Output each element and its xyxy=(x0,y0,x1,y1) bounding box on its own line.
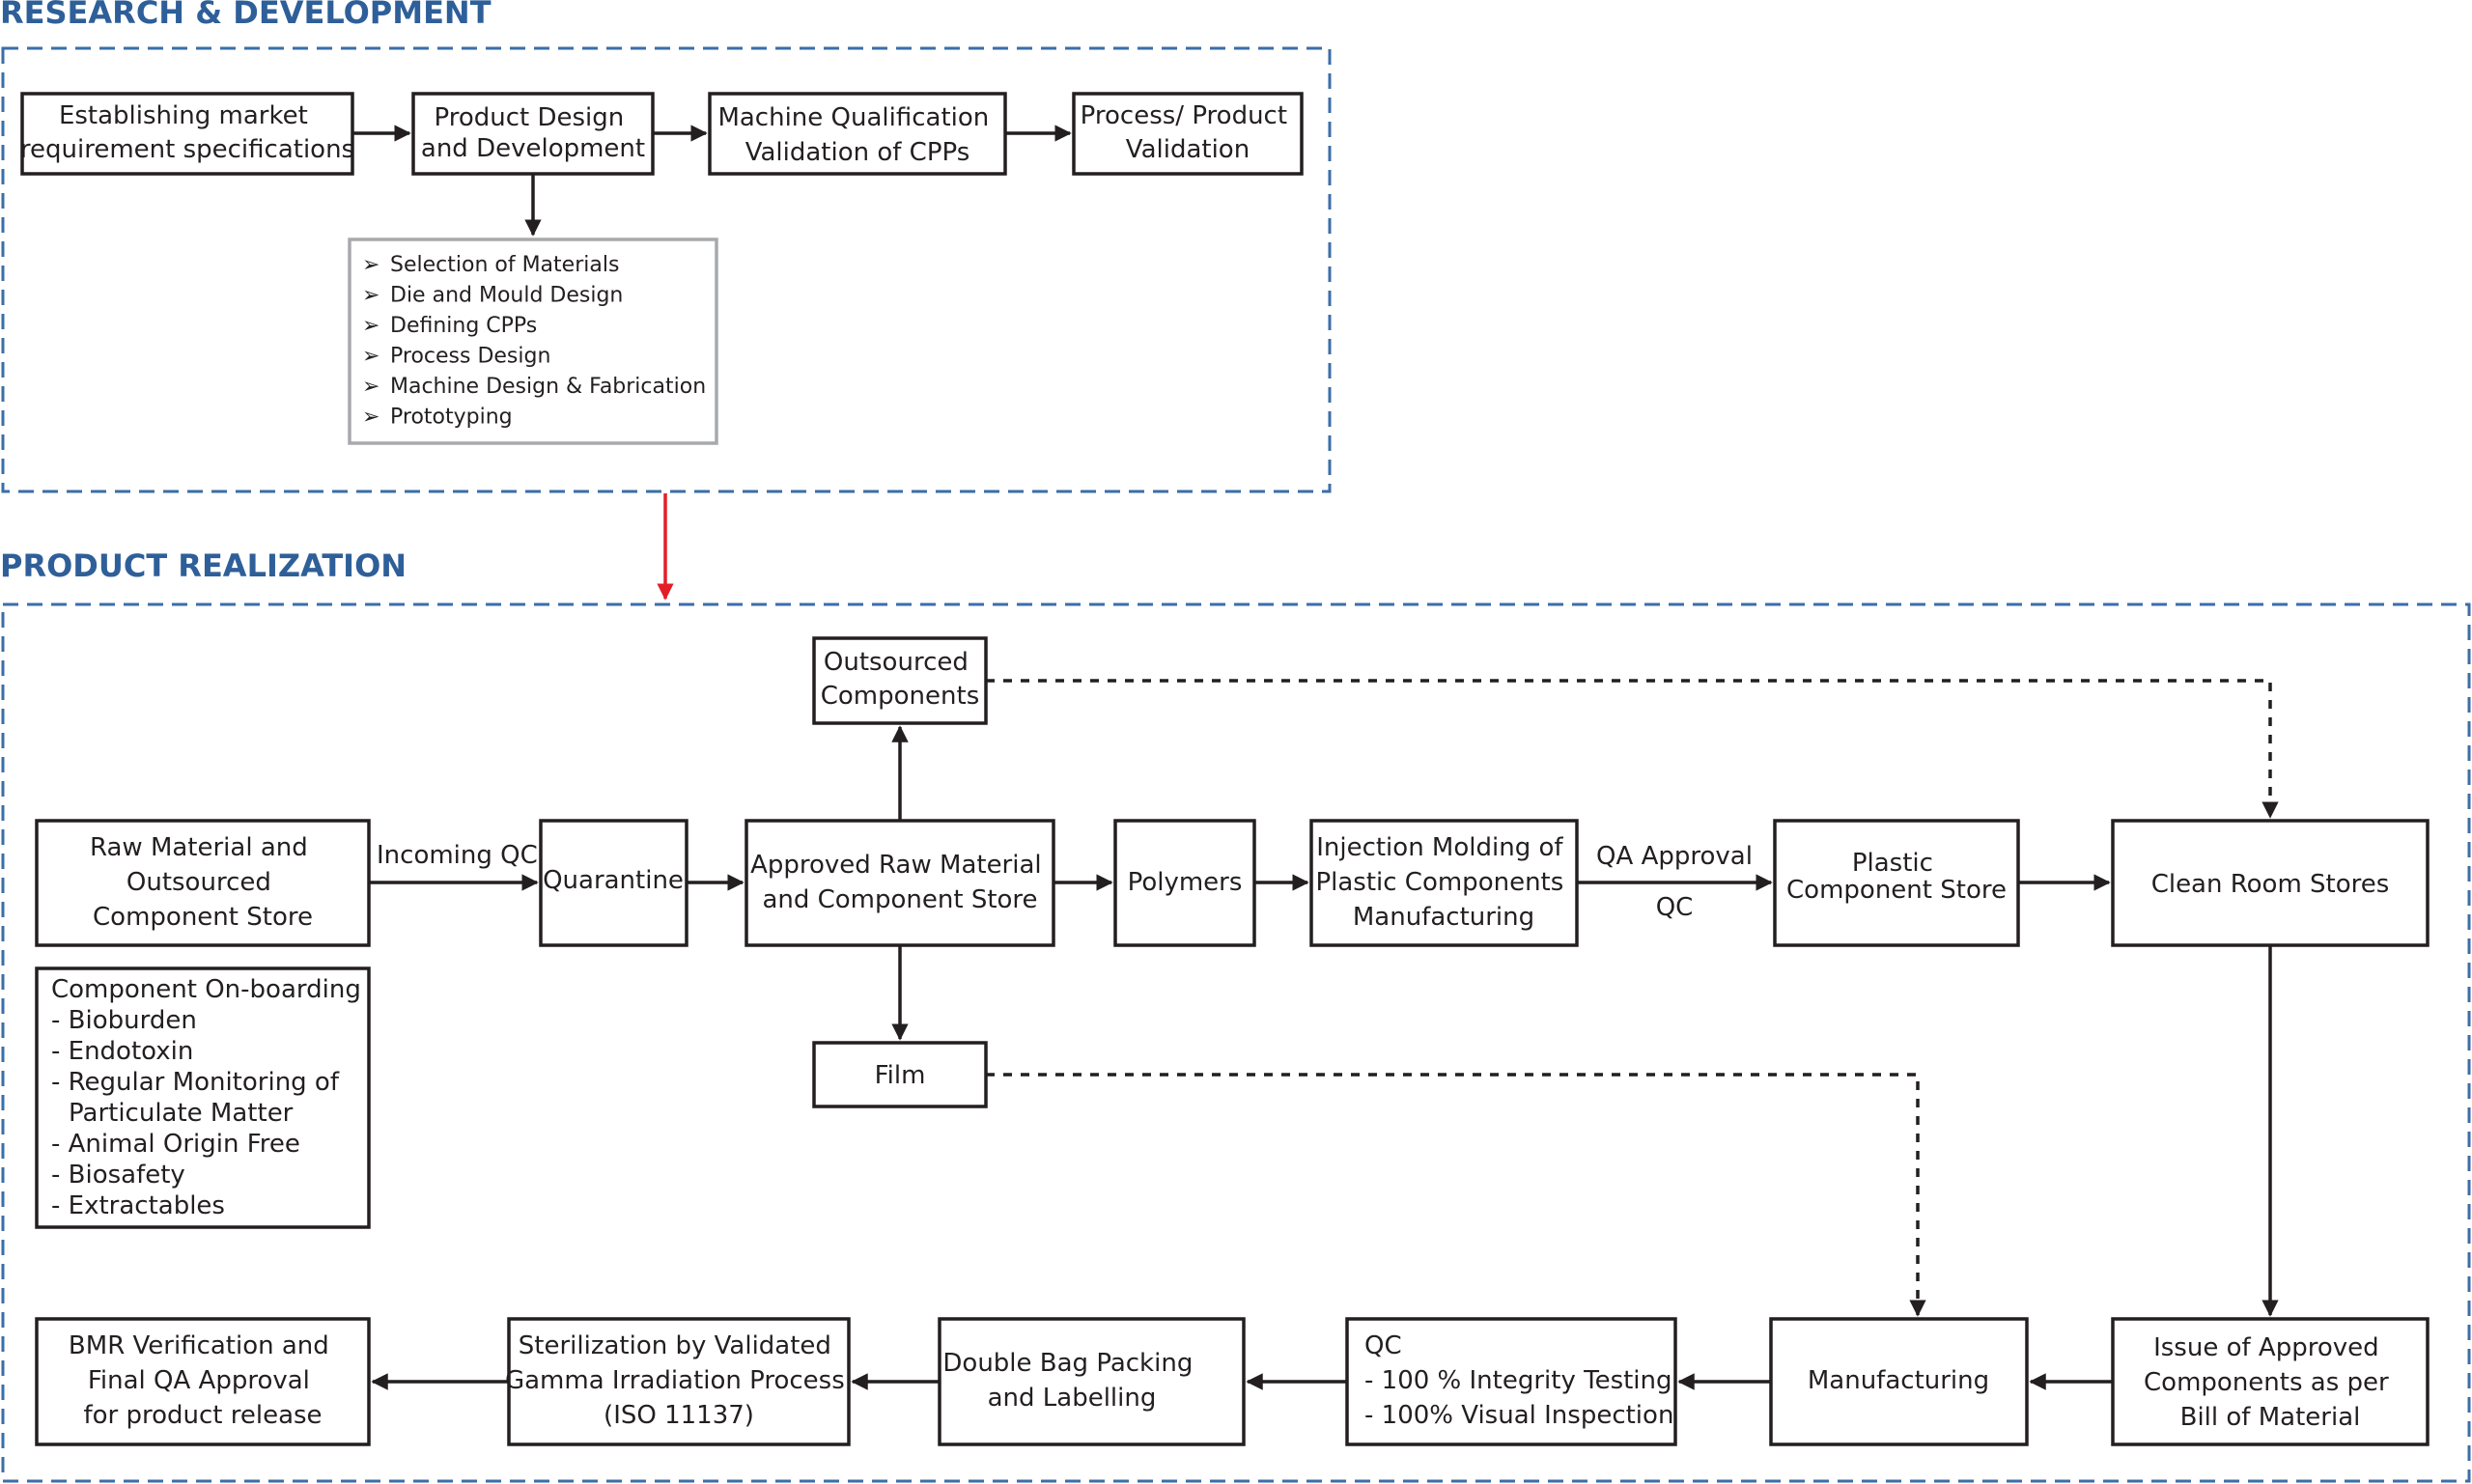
design-activity-item: Machine Design & Fabrication xyxy=(390,375,706,399)
bmr-verification-text: BMR Verification and Final QA Approval f… xyxy=(69,1331,337,1430)
process-validation-text: Process/ Product Validation xyxy=(1081,101,1296,164)
sterilization-text: Sterilization by Validated Gamma Irradia… xyxy=(505,1331,853,1430)
bullet-arrow-icon: ➢ xyxy=(362,284,379,308)
design-activities-box xyxy=(348,238,718,445)
dashed-arrow-outsourced-to-cleanroom xyxy=(986,679,2279,819)
bmr-verification-box xyxy=(35,1317,371,1446)
quarantine-text: Quarantine xyxy=(543,866,684,895)
incoming-qc-label: Incoming QC xyxy=(377,841,538,870)
design-activity-item: Die and Mould Design xyxy=(390,284,623,308)
bullet-arrow-icon: ➢ xyxy=(362,406,379,430)
process-validation-box xyxy=(1072,92,1304,176)
clean-room-stores-text: Clean Room Stores xyxy=(2151,870,2390,899)
market-spec-box xyxy=(20,92,354,176)
bullet-arrow-icon: ➢ xyxy=(362,253,379,277)
sterilization-box xyxy=(507,1317,851,1446)
machine-qualification-box xyxy=(708,92,1007,176)
plastic-component-store-box xyxy=(1773,819,2020,947)
component-onboarding-text: Component On-boarding - Bioburden - Endo… xyxy=(51,975,369,1220)
rd-section-title: RESEARCH & DEVELOPMENT xyxy=(0,0,492,31)
approved-store-box xyxy=(744,819,1055,947)
film-text: Film xyxy=(875,1061,926,1090)
quarantine-box xyxy=(539,819,688,947)
bullet-arrow-icon: ➢ xyxy=(362,345,379,369)
product-design-text: Product Design and Development xyxy=(421,103,645,163)
design-activity-item: Selection of Materials xyxy=(390,253,619,277)
raw-material-store-text: Raw Material and Outsourced Component St… xyxy=(90,833,316,932)
component-onboarding-box xyxy=(35,966,371,1229)
market-spec-text: Establishing market requirement specific… xyxy=(20,101,354,164)
plastic-component-store-text: Plastic Component Store xyxy=(1786,849,2007,905)
outsourced-components-box xyxy=(812,636,988,725)
issue-components-box xyxy=(2111,1317,2430,1446)
qc-transfer-label: QC xyxy=(1656,893,1694,922)
qa-approval-label: QA Approval xyxy=(1596,842,1753,871)
manufacturing-text: Manufacturing xyxy=(1808,1366,1989,1395)
pr-section-title: PRODUCT REALIZATION xyxy=(0,547,407,584)
qc-testing-box xyxy=(1345,1317,1677,1446)
manufacturing-box xyxy=(1769,1317,2029,1446)
design-activities-list: ➢ Selection of Materials ➢ Die and Mould De… xyxy=(362,253,706,430)
dashed-arrow-film-to-manufacturing xyxy=(986,1073,1926,1317)
issue-components-text: Issue of Approved Components as per Bill… xyxy=(2144,1333,2397,1432)
design-activity-item: Prototyping xyxy=(390,406,513,430)
design-activity-item: Defining CPPs xyxy=(390,314,537,338)
film-box xyxy=(812,1041,988,1108)
rd-section-frame xyxy=(1,46,1332,493)
pr-section-frame xyxy=(1,602,2471,1483)
packing-labelling-box xyxy=(938,1317,1246,1446)
qc-testing-text: QC - 100 % Integrity Testing - 100% Visu… xyxy=(1364,1331,1680,1430)
injection-molding-text: Injection Molding of Plastic Components … xyxy=(1315,833,1571,932)
outsourced-components-text: Outsourced Components xyxy=(821,648,980,711)
polymers-text: Polymers xyxy=(1128,868,1243,897)
machine-qualification-text: Machine Qualification Validation of CPPs xyxy=(717,103,997,167)
approved-store-text: Approved Raw Material and Component Stor… xyxy=(750,851,1050,914)
bullet-arrow-icon: ➢ xyxy=(362,375,379,399)
packing-labelling-text: Double Bag Packing and Labelling xyxy=(942,1349,1200,1413)
design-activity-item: Process Design xyxy=(390,345,550,369)
bullet-arrow-icon: ➢ xyxy=(362,314,379,338)
